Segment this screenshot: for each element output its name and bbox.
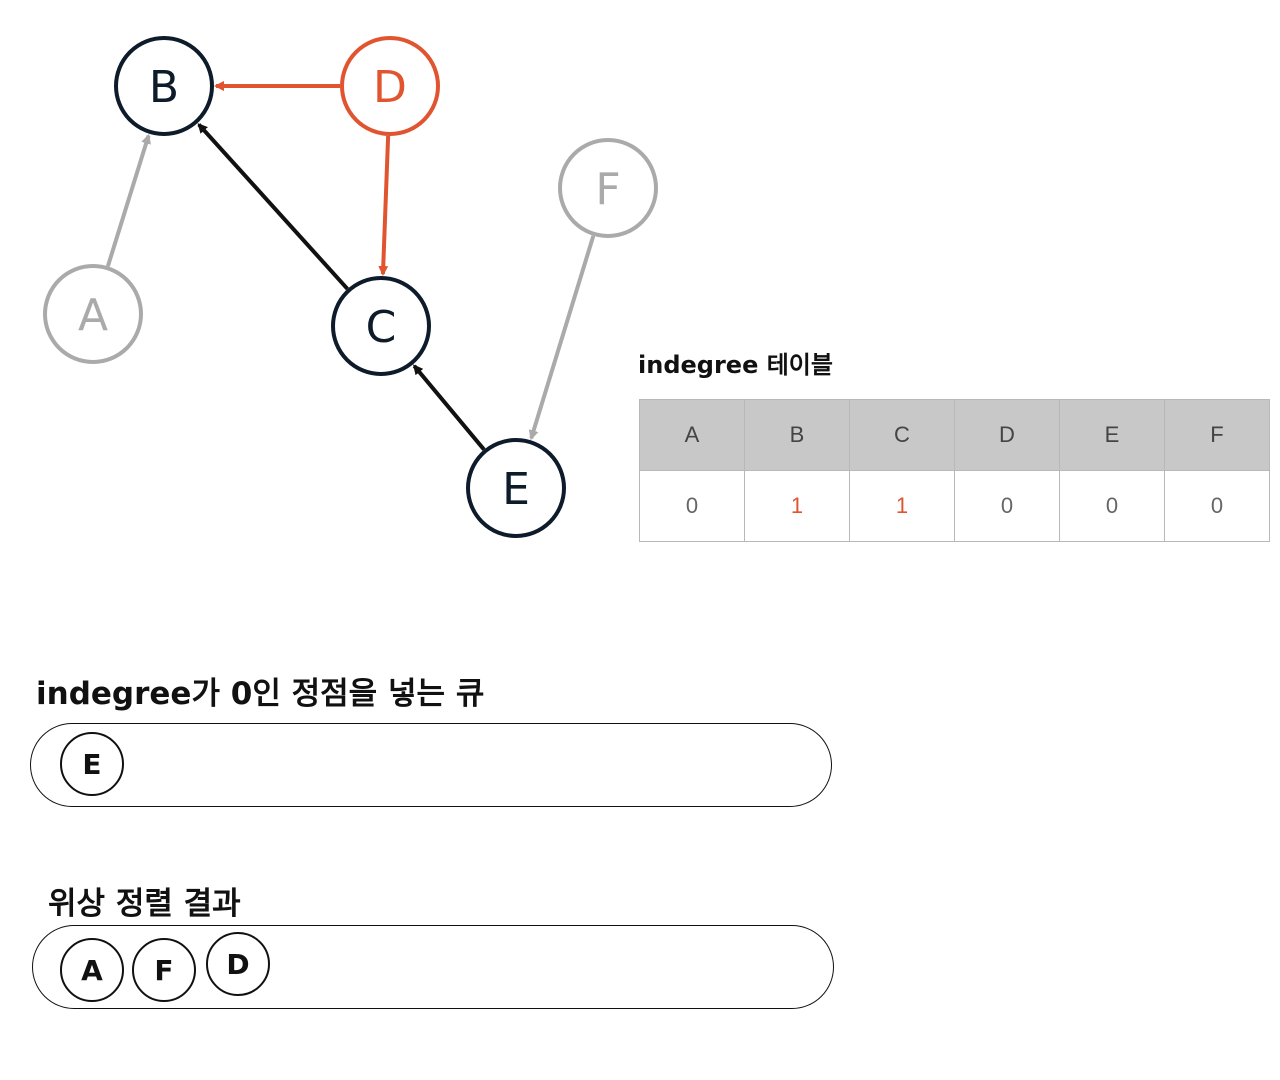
queue-box: [30, 723, 832, 807]
node-label-b: B: [149, 62, 179, 113]
node-d: [340, 36, 440, 136]
edge-e-c: [412, 364, 486, 451]
indegree-header-a: A: [639, 399, 745, 471]
indegree-header-f: F: [1164, 399, 1270, 471]
node-c: [331, 276, 431, 376]
indegree-header-d: D: [954, 399, 1060, 471]
indegree-table: A B C D E F 0 1 1 0 0 0: [639, 399, 1270, 542]
queue-item-0: E: [60, 732, 124, 796]
graph-diagram: B D F A C E: [43, 36, 658, 538]
edge-d-c: [378, 135, 391, 277]
indegree-table-title: indegree 테이블: [638, 351, 833, 379]
node-a: [43, 264, 143, 364]
node-label-a: A: [78, 290, 108, 341]
edge-f-e: [528, 235, 596, 441]
indegree-value-row: 0 1 1 0 0 0: [639, 470, 1270, 542]
node-e: [466, 438, 566, 538]
indegree-value-e: 0: [1059, 470, 1165, 542]
node-f: [558, 138, 658, 238]
indegree-value-f: 0: [1164, 470, 1270, 542]
indegree-header-row: A B C D E F: [639, 399, 1270, 471]
result-item-1: F: [132, 938, 196, 1002]
node-label-d: D: [373, 62, 407, 113]
node-b: [114, 36, 214, 136]
indegree-value-b: 1: [744, 470, 850, 542]
indegree-value-a: 0: [639, 470, 745, 542]
queue-title: indegree가 0인 정점을 넣는 큐: [36, 676, 485, 712]
node-label-e: E: [502, 464, 530, 515]
node-label-c: C: [366, 302, 397, 353]
indegree-value-c: 1: [849, 470, 955, 542]
indegree-header-b: B: [744, 399, 850, 471]
edge-a-b: [105, 133, 151, 267]
node-label-f: F: [595, 164, 620, 215]
indegree-header-e: E: [1059, 399, 1165, 471]
indegree-header-c: C: [849, 399, 955, 471]
indegree-value-d: 0: [954, 470, 1060, 542]
result-item-0: A: [60, 938, 124, 1002]
result-title: 위상 정렬 결과: [48, 886, 241, 922]
result-item-2: D: [206, 932, 270, 996]
edge-c-b: [197, 123, 349, 291]
